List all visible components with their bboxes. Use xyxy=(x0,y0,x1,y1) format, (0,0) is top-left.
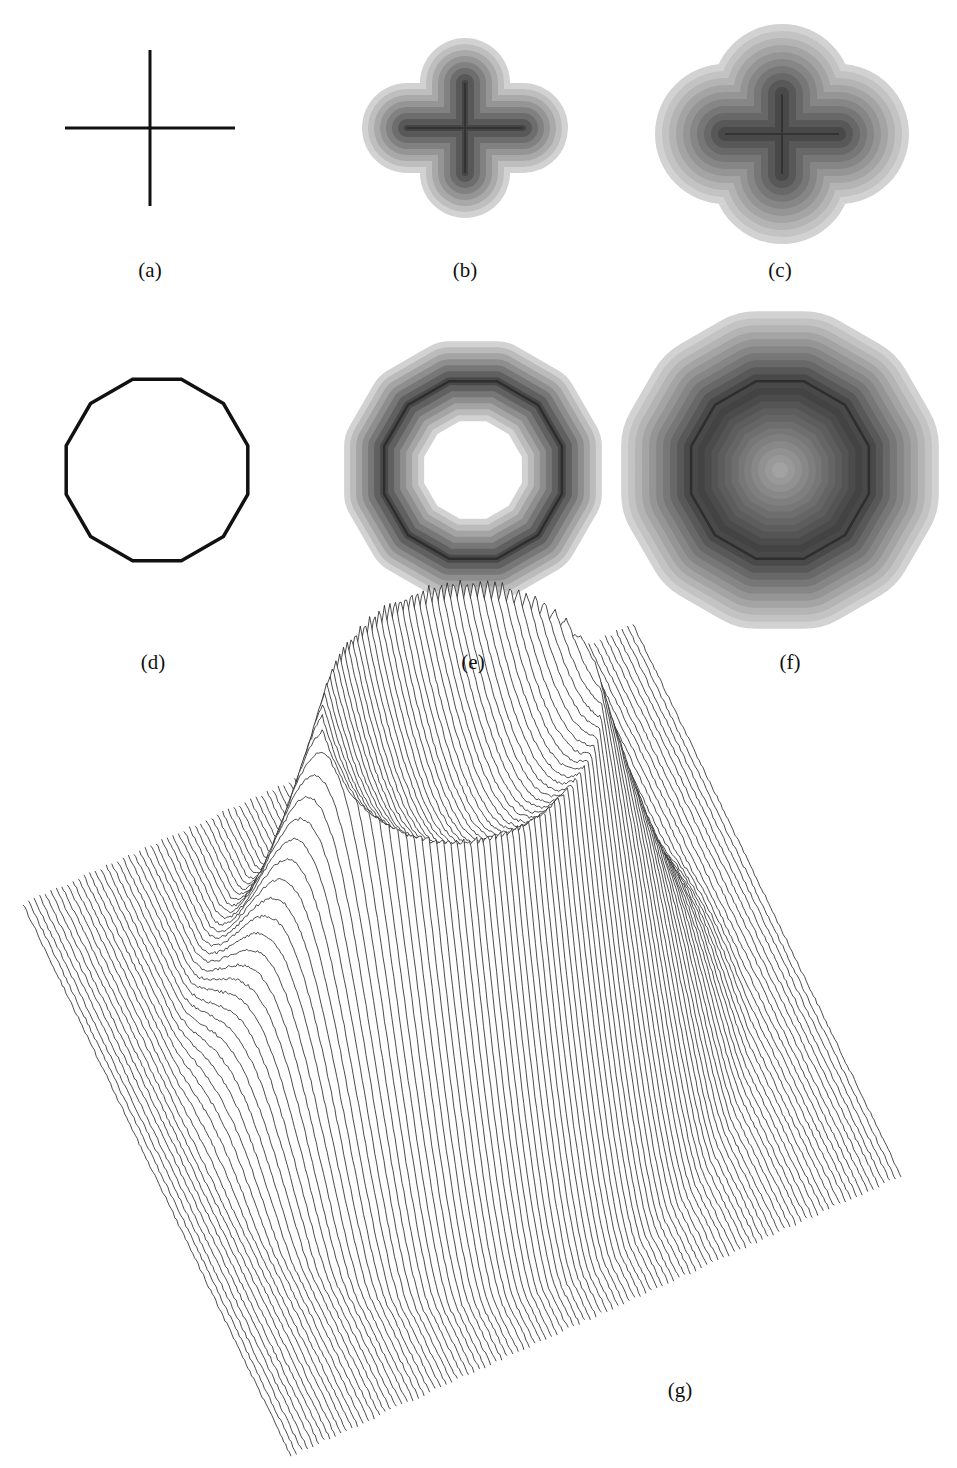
distance-band xyxy=(407,83,523,173)
distance-band xyxy=(691,381,869,559)
distance-band xyxy=(384,381,562,559)
distance-band xyxy=(691,381,869,559)
distance-field xyxy=(407,83,523,173)
distance-band xyxy=(744,434,816,506)
figure-label: (e) xyxy=(461,652,484,673)
distance-band xyxy=(725,94,839,174)
figure-label: (f) xyxy=(780,652,801,673)
distance-band xyxy=(407,83,523,173)
distance-band xyxy=(732,422,829,519)
distance-band xyxy=(772,462,788,478)
surface-plot xyxy=(23,580,901,1468)
distance-band xyxy=(711,401,848,538)
distance-band xyxy=(758,448,802,492)
distance-band xyxy=(691,381,869,559)
distance-band xyxy=(725,94,839,174)
distance-band xyxy=(725,94,839,174)
distance-band xyxy=(407,83,523,173)
distance-band xyxy=(384,381,562,559)
distance-band xyxy=(384,381,562,559)
figure-label: (g) xyxy=(668,1380,693,1401)
figure-label: (a) xyxy=(138,260,161,281)
distance-band xyxy=(407,83,523,173)
distance-band xyxy=(738,428,821,511)
distance-band xyxy=(725,94,839,174)
skeleton-line xyxy=(384,381,562,559)
distance-band xyxy=(718,408,842,532)
polygon-shape xyxy=(66,379,248,561)
skeleton-line xyxy=(725,94,839,174)
distance-band xyxy=(698,388,862,552)
distance-band xyxy=(384,381,562,559)
distance-band xyxy=(691,381,869,559)
distance-band xyxy=(691,381,869,559)
distance-band xyxy=(725,94,839,174)
distance-band xyxy=(407,83,523,173)
distance-band xyxy=(384,381,562,559)
distance-band xyxy=(725,94,839,174)
distance-band xyxy=(705,395,856,546)
cross-shape xyxy=(65,50,235,206)
distance-field xyxy=(384,381,562,559)
distance-band xyxy=(751,441,809,499)
distance-band xyxy=(407,83,523,173)
distance-band xyxy=(725,94,839,174)
figure-label: (c) xyxy=(768,260,791,281)
distance-band xyxy=(691,381,869,559)
distance-band xyxy=(691,381,869,559)
distance-band xyxy=(691,381,869,559)
distance-field xyxy=(725,94,839,174)
figure-label: (b) xyxy=(453,260,478,281)
distance-band xyxy=(407,83,523,173)
distance-band xyxy=(765,455,795,485)
skeleton-line xyxy=(407,83,523,173)
distance-field xyxy=(691,381,869,559)
figure-label: (d) xyxy=(141,652,166,673)
distance-band xyxy=(725,94,839,174)
surface-row-line xyxy=(23,905,291,1456)
distance-band xyxy=(725,94,839,174)
distance-band xyxy=(384,381,562,559)
distance-band xyxy=(725,415,835,525)
distance-band xyxy=(407,83,523,173)
distance-band xyxy=(725,94,839,174)
skeleton-line xyxy=(691,381,869,559)
hidden-line-fill xyxy=(23,905,291,1468)
distance-band xyxy=(384,381,562,559)
distance-band xyxy=(691,381,869,559)
distance-band xyxy=(691,381,869,559)
